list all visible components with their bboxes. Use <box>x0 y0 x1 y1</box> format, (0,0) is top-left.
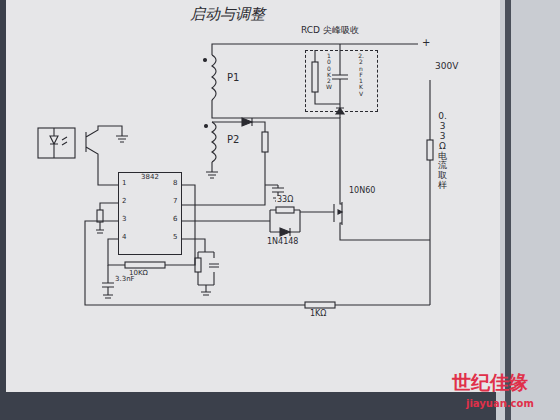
title: 启动与调整 <box>190 6 265 23</box>
page-gap <box>505 0 511 420</box>
p1-winding-stroke <box>212 55 216 100</box>
snubber-parts <box>312 50 348 118</box>
ic-pin-wires-stroke <box>125 262 165 268</box>
part-number: 10N60 <box>348 187 376 196</box>
pin-number: 1 <box>121 180 127 188</box>
terminal-sign: + <box>421 37 431 48</box>
paper-sheet <box>6 0 500 392</box>
component-value: 100K 2W <box>326 53 332 91</box>
mosfet-symbol-stroke <box>338 210 342 214</box>
resistor-note: 0.33Ω 电流取样 <box>437 112 448 191</box>
ic-pin-wires-stroke <box>209 264 219 267</box>
winding-name: P1 <box>226 72 240 83</box>
watermark: jiayuan.com <box>466 398 534 409</box>
snubber-group: RCD 尖峰吸收 100K 2W 2.2nF 1KV <box>300 26 384 114</box>
capacitor-value: 3.3nF <box>114 276 136 284</box>
p2-winding-stroke <box>206 162 218 178</box>
snubber-parts-stroke <box>336 108 344 114</box>
gate-network-stroke <box>276 207 294 213</box>
ic-pin-wires-stroke <box>96 203 118 233</box>
snubber-parts-stroke <box>332 75 348 79</box>
pin-number: 6 <box>172 216 178 224</box>
resistor-value: 33Ω <box>276 196 294 205</box>
p2-winding <box>182 118 284 205</box>
snubber-parts-stroke <box>315 50 340 104</box>
right-pages <box>496 0 560 420</box>
current-sense-resistor-stroke <box>427 140 433 160</box>
pin-number: 5 <box>172 234 178 242</box>
p2-winding-stroke <box>205 125 208 128</box>
component-value: 2.2nF 1KV <box>358 53 364 97</box>
watermark: 世纪佳缘 <box>452 372 528 393</box>
pin-number: 3 <box>121 216 127 224</box>
group-heading: RCD 尖峰吸收 <box>300 26 360 36</box>
mosfet-symbol <box>300 200 430 240</box>
p1-winding <box>204 55 341 200</box>
ic-pin-wires-stroke <box>97 210 103 222</box>
p1-winding-stroke <box>204 59 207 62</box>
mosfet-symbol-stroke <box>300 200 430 240</box>
part-number: 1N4148 <box>266 238 299 247</box>
resistor-value: 1KΩ <box>309 310 327 319</box>
optocoupler-stroke <box>86 126 122 185</box>
snubber-parts-stroke <box>312 62 318 92</box>
voltage-label: 300V <box>434 62 459 72</box>
supply-wire <box>212 44 430 305</box>
pin-number: 8 <box>172 180 178 188</box>
current-sense-resistor <box>427 140 433 160</box>
ic-pin-wires-stroke <box>195 258 201 272</box>
dashed-outline: 100K 2W 2.2nF 1KV <box>305 50 378 112</box>
gate-network-stroke <box>280 228 290 236</box>
optocoupler-stroke <box>62 137 67 145</box>
ic-pin-wires-stroke <box>102 265 114 298</box>
p2-winding-stroke <box>212 122 216 162</box>
optocoupler-stroke <box>116 136 128 142</box>
ic-pin-wires-stroke <box>305 302 335 308</box>
pin-number: 4 <box>121 234 127 242</box>
pin-number: 7 <box>172 198 178 206</box>
p1-winding-stroke <box>212 100 340 200</box>
optocoupler <box>38 126 128 185</box>
gate-network <box>182 207 300 236</box>
winding-name: P2 <box>226 134 240 145</box>
supply-wire-stroke <box>429 80 430 305</box>
p2-winding-stroke <box>262 132 268 152</box>
p2-winding-stroke <box>242 118 252 126</box>
optocoupler-stroke <box>38 128 75 158</box>
optocoupler-stroke <box>50 128 58 158</box>
pin-number: 2 <box>121 198 127 206</box>
